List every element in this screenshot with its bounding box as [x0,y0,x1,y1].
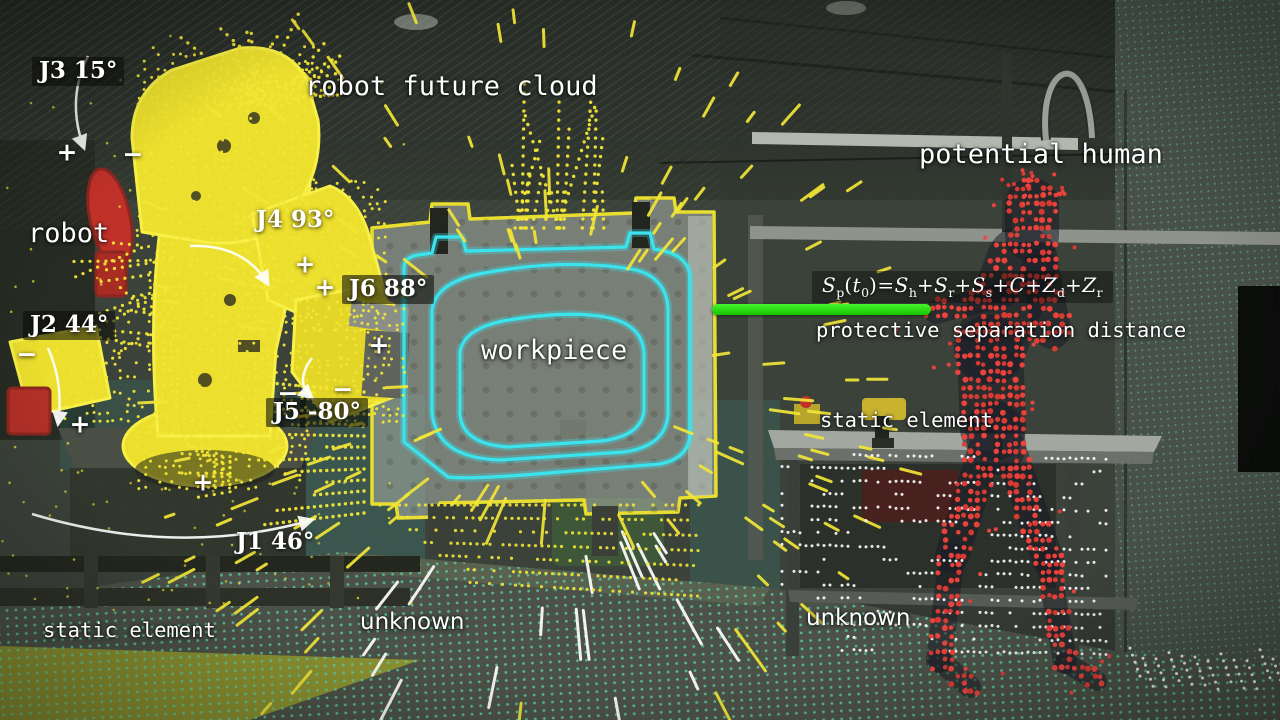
robot-safety-visualization: robot future cloud potential human robot… [0,0,1280,720]
workcell-scene [0,0,1280,720]
